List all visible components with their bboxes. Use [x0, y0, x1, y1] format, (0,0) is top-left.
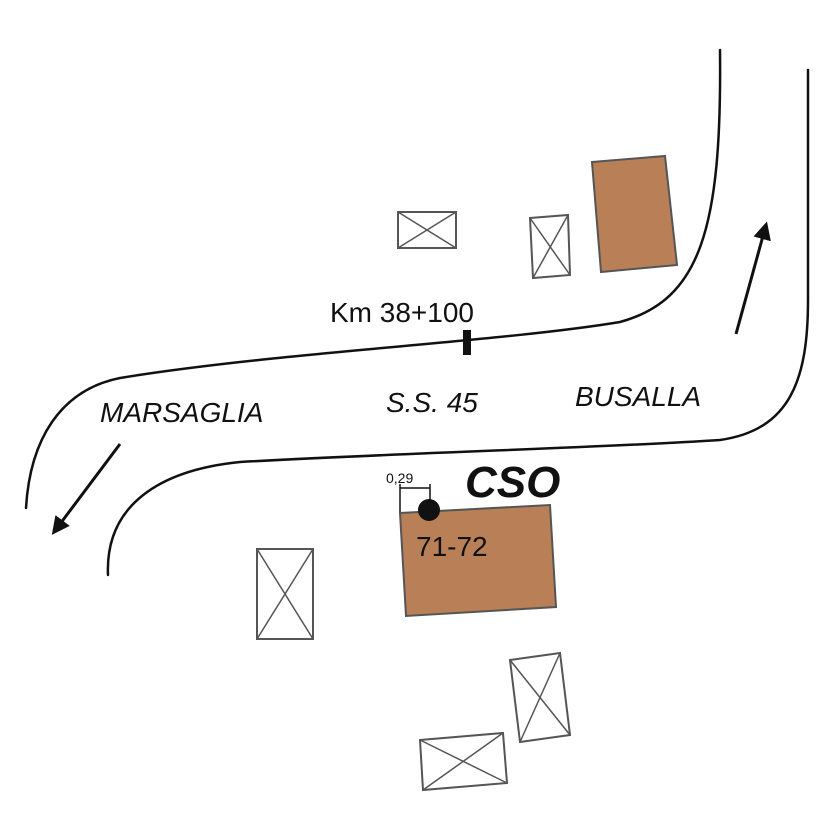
building-outline: [256, 548, 314, 640]
target-building: [398, 503, 558, 618]
building-outline: [508, 651, 572, 744]
direction-busalla-label: BUSALLA: [575, 381, 701, 412]
arrow-icon: [51, 443, 122, 535]
arrow-icon: [734, 221, 771, 335]
direction-marsaglia-label: MARSAGLIA: [100, 397, 263, 428]
offset-dimension: [399, 484, 431, 512]
building-solid-north: [590, 154, 679, 274]
building-outline: [528, 213, 572, 280]
building-outline: [418, 731, 509, 792]
road-edge-north: [24, 48, 722, 510]
building-outline: [397, 211, 457, 249]
km-marker-label: Km 38+100: [330, 297, 474, 328]
road-edge-south: [106, 68, 810, 577]
site-number-label: 71-72: [416, 531, 488, 562]
offset-label: 0,29: [386, 470, 413, 486]
km-marker-tick: [463, 330, 471, 355]
road-name-label: S.S. 45: [386, 387, 478, 418]
site-code-label: CSO: [465, 458, 560, 507]
point-marker-icon: [418, 499, 440, 521]
